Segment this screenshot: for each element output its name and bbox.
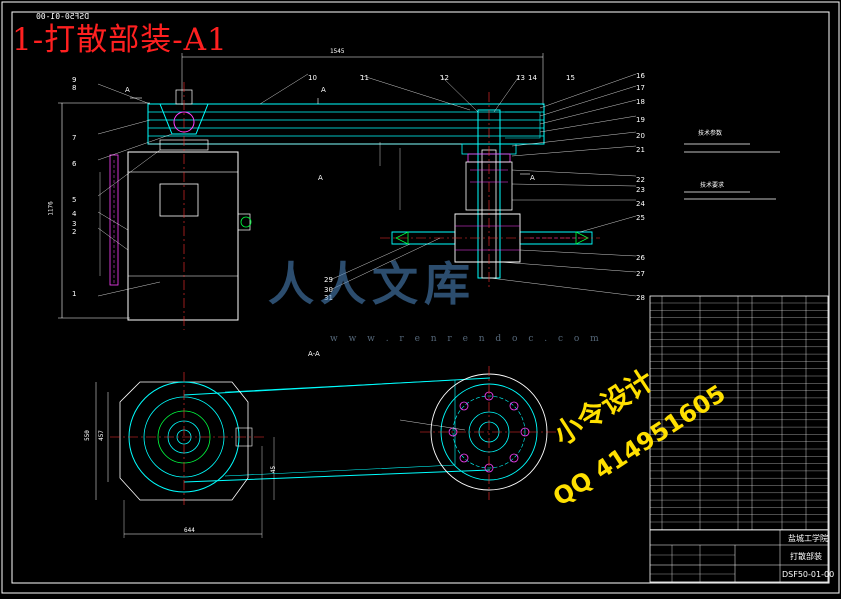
- parts-list: [649, 295, 829, 583]
- part-number-27: 27: [636, 270, 645, 278]
- section-label: A-A: [308, 350, 320, 358]
- part-number-17: 17: [636, 84, 645, 92]
- dim-base-inner: 457: [97, 430, 105, 441]
- front-view: [58, 53, 637, 330]
- watermark-logo: 人人文库: [268, 257, 476, 311]
- part-number-18: 18: [636, 98, 645, 106]
- dim-base-height: 550: [83, 430, 91, 441]
- part-number-3: 3: [72, 220, 77, 228]
- drawing-name: 打散部装: [790, 552, 822, 561]
- part-number-24: 24: [636, 200, 645, 208]
- part-number-16: 16: [636, 72, 645, 80]
- part-number-31: 31: [324, 294, 333, 302]
- section-view: [95, 366, 560, 538]
- tech-requirements-title: 技术要求: [700, 182, 725, 189]
- part-number-20: 20: [636, 132, 645, 140]
- part-number-7: 7: [72, 134, 77, 142]
- part-number-29: 29: [324, 276, 333, 284]
- section-marker-mid: A: [318, 174, 323, 182]
- part-number-8: 8: [72, 84, 77, 92]
- part-number-2: 2: [72, 228, 77, 236]
- tech-params-title: 技术参数: [698, 130, 723, 137]
- tech-notes-lines: [684, 143, 780, 200]
- part-number-23: 23: [636, 186, 645, 194]
- section-marker-left: A: [125, 86, 130, 94]
- mirrored-drawing-code: DSF50-01-00: [36, 12, 89, 21]
- part-number-9: 9: [72, 76, 77, 84]
- part-number-28: 28: [636, 294, 645, 302]
- part-number-4: 4: [72, 210, 77, 218]
- part-number-21: 21: [636, 146, 645, 154]
- part-number-13: 13: [516, 74, 525, 82]
- part-number-26: 26: [636, 254, 645, 262]
- part-number-30: 30: [324, 286, 333, 294]
- part-number-25: 25: [636, 214, 645, 222]
- part-number-10: 10: [308, 74, 317, 82]
- section-marker-top: A: [321, 86, 326, 94]
- dim-overall-height: 1176: [47, 201, 55, 216]
- dim-top-width: 1545: [330, 48, 345, 55]
- dim-pulley-offset: 45: [270, 465, 278, 474]
- dim-bottom-width: 644: [184, 527, 195, 534]
- part-number-11: 11: [360, 74, 369, 82]
- part-number-19: 19: [636, 116, 645, 124]
- part-number-5: 5: [72, 196, 77, 204]
- part-number-14: 14: [528, 74, 537, 82]
- drawing-number: DSF50-01-00: [782, 570, 835, 579]
- inner-border: [11, 11, 830, 584]
- watermark-url: w w w . r e n r e n d o c . c o m: [330, 334, 603, 344]
- section-marker-right: A: [530, 174, 535, 182]
- part-number-15: 15: [566, 74, 575, 82]
- part-number-1: 1: [72, 290, 77, 298]
- part-number-6: 6: [72, 160, 77, 168]
- part-number-12: 12: [440, 74, 449, 82]
- part-number-22: 22: [636, 176, 645, 184]
- school-name: 盐城工学院: [788, 534, 828, 543]
- sheet-title: 1-打散部装-A1: [12, 22, 228, 58]
